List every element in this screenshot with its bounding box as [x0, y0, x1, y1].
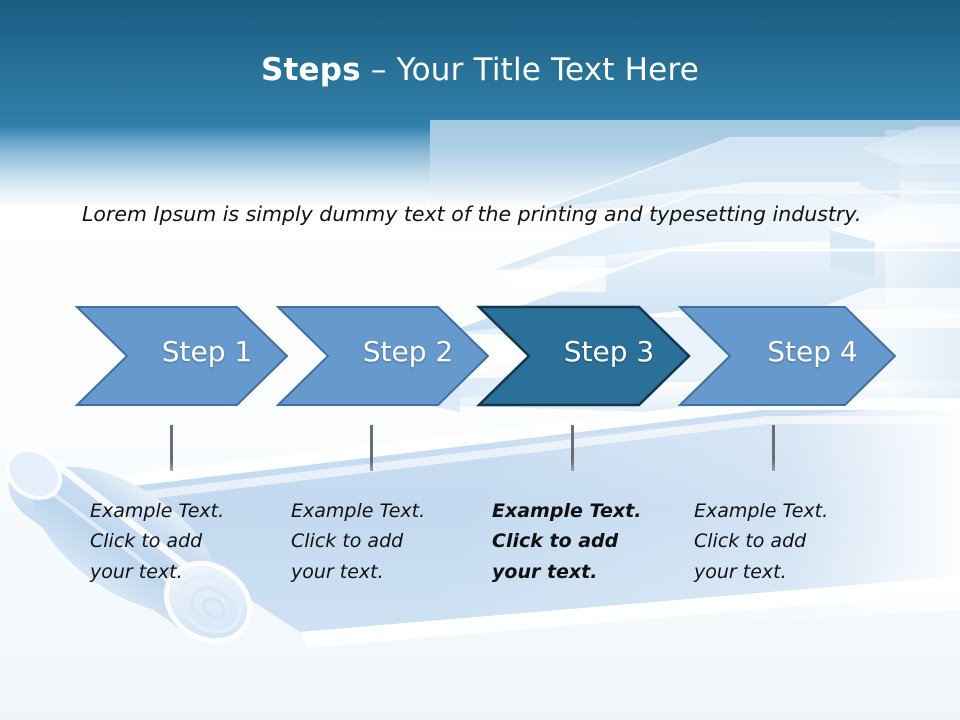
connector-tick-step-1 [170, 425, 173, 471]
chevron-label-step-4[interactable]: Step 4 [767, 335, 858, 368]
caption-step-1[interactable]: Example Text. Click to add your text. [90, 496, 270, 587]
title-band-background [0, 0, 960, 128]
slide-background-lower [0, 200, 960, 720]
chevron-shape-step-4 [677, 306, 897, 406]
caption-line: Example Text. [291, 500, 426, 522]
caption-line: Click to add [694, 530, 807, 553]
connector-tick-step-4 [772, 425, 775, 471]
caption-line: your text. [694, 560, 787, 583]
connector-tick-step-2 [370, 425, 373, 471]
chevron-label-step-3[interactable]: Step 3 [563, 335, 655, 368]
slide-title-bold: Steps [260, 52, 361, 88]
caption-line: your text. [291, 560, 384, 583]
caption-line: Example Text. [90, 500, 225, 522]
chevron-shape-step-3 [475, 305, 691, 407]
slide-title: Steps – Your Title Text Here [0, 52, 960, 88]
caption-line: your text. [492, 560, 598, 583]
caption-step-3[interactable]: Example Text. Click to add your text. [492, 496, 672, 587]
connector-tick-step-3 [571, 425, 574, 471]
chevron-label-step-2[interactable]: Step 2 [362, 335, 454, 368]
title-band-fade [0, 126, 960, 206]
caption-line: your text. [90, 560, 183, 583]
caption-line: Example Text. [492, 500, 642, 522]
caption-line: Click to add [90, 530, 203, 553]
chevron-shape-step-2 [275, 306, 490, 406]
caption-line: Click to add [492, 530, 619, 553]
chevron-label-step-1[interactable]: Step 1 [161, 335, 253, 368]
caption-line: Click to add [291, 530, 404, 553]
slide-title-rest: – Your Title Text Here [360, 52, 699, 88]
caption-step-2[interactable]: Example Text. Click to add your text. [291, 496, 471, 587]
steps-chevron-row [0, 300, 960, 412]
chevron-shape-step-1 [74, 306, 289, 406]
caption-line: Example Text. [694, 500, 829, 522]
caption-step-4[interactable]: Example Text. Click to add your text. [694, 496, 874, 587]
body-paragraph: Lorem Ipsum is simply dummy text of the … [82, 202, 862, 226]
